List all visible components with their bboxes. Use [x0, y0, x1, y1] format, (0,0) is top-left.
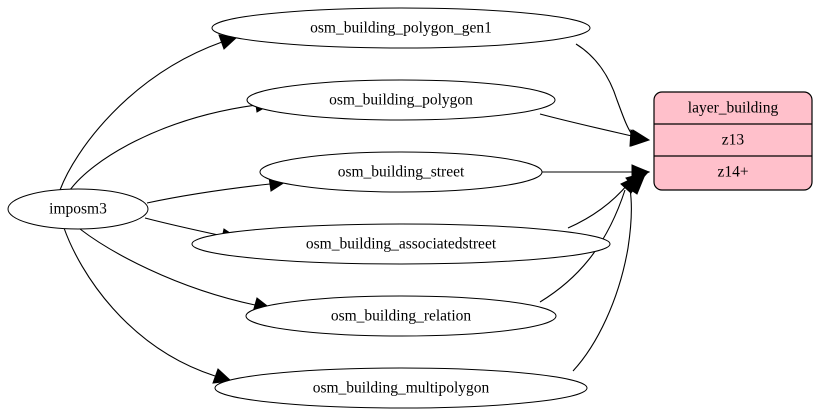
edge-imposm3-polygon-gen1	[59, 41, 223, 191]
osm-building-polygon-gen1-label: osm_building_polygon_gen1	[310, 20, 492, 37]
edge-group-tables-to-layer	[539, 43, 651, 372]
node-osm-building-relation[interactable]: osm_building_relation	[245, 295, 557, 337]
node-osm-building-associatedstreet[interactable]: osm_building_associatedstreet	[191, 223, 611, 265]
edge-imposm3-associatedstreet	[144, 217, 224, 237]
node-osm-building-multipolygon[interactable]: osm_building_multipolygon	[214, 367, 588, 409]
edge-relation-z14	[539, 189, 626, 303]
osm-building-associatedstreet-ellipse[interactable]	[191, 223, 611, 265]
osm-building-polygon-label: osm_building_polygon	[329, 92, 473, 109]
layer-building-row-z13[interactable]: z13	[722, 132, 745, 149]
arrowhead-z13-b	[630, 129, 651, 147]
node-osm-building-street[interactable]: osm_building_street	[259, 151, 543, 193]
osm-building-street-ellipse[interactable]	[259, 151, 543, 193]
osm-building-relation-ellipse[interactable]	[245, 295, 557, 337]
layer-building-title: layer_building	[688, 100, 779, 117]
edge-imposm3-multipolygon	[63, 227, 216, 377]
osm-building-associatedstreet-label: osm_building_associatedstreet	[306, 236, 497, 253]
edge-polygon-gen1-z13	[575, 43, 634, 137]
node-imposm3[interactable]: imposm3	[7, 188, 149, 230]
node-osm-building-polygon-gen1[interactable]: osm_building_polygon_gen1	[211, 7, 591, 49]
osm-building-multipolygon-ellipse[interactable]	[214, 367, 588, 409]
edge-polygon-z13	[539, 113, 633, 137]
osm-building-polygon-ellipse[interactable]	[246, 79, 556, 121]
imposm3-ellipse[interactable]	[7, 188, 149, 230]
node-layer-building[interactable]: layer_building z13 z14+	[653, 91, 813, 191]
node-osm-building-polygon[interactable]: osm_building_polygon	[246, 79, 556, 121]
osm-building-relation-label: osm_building_relation	[331, 308, 472, 325]
edge-associatedstreet-z14	[567, 183, 629, 229]
layer-building-box[interactable]	[653, 91, 813, 191]
imposm3-label: imposm3	[49, 201, 107, 218]
arrowhead-z14-d	[624, 170, 648, 195]
osm-building-polygon-gen1-ellipse[interactable]	[211, 7, 591, 49]
edge-imposm3-street	[146, 183, 271, 204]
edge-imposm3-relation	[79, 228, 256, 306]
edge-multipolygon-z14	[572, 188, 632, 372]
layer-building-row-z14-plus[interactable]: z14+	[717, 164, 748, 181]
osm-building-street-label: osm_building_street	[338, 164, 465, 181]
osm-building-multipolygon-label: osm_building_multipolygon	[313, 380, 490, 397]
edge-imposm3-polygon	[69, 104, 257, 191]
